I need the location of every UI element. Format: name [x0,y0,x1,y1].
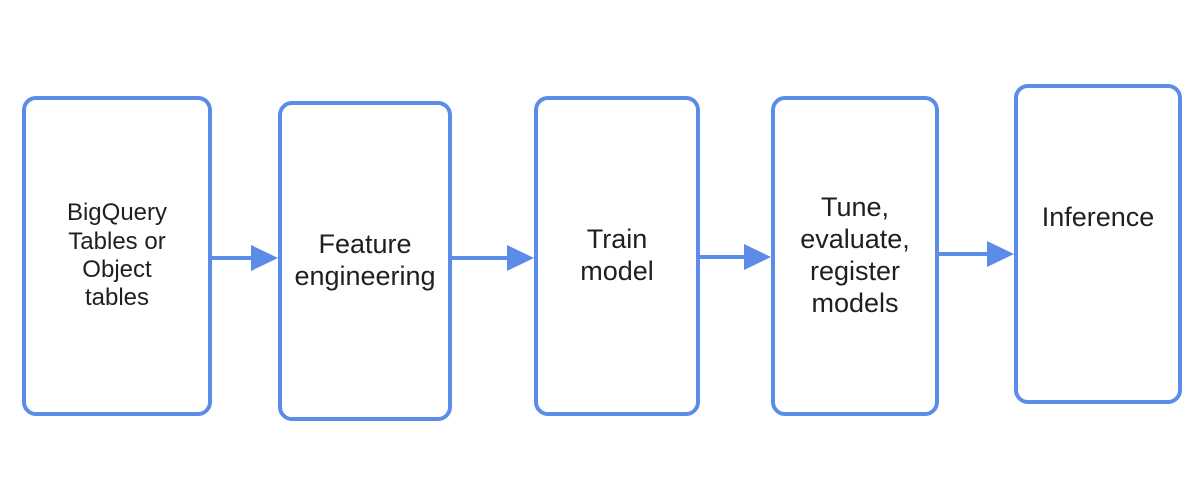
step-label-feature-engineering: Feature engineering [294,229,436,291]
step-label-bigquery: BigQuery Tables or Object tables [66,199,168,312]
step-label-inference: Inference [1041,202,1155,233]
step-box-tune-evaluate-register: Tune, evaluate, register models [771,96,939,416]
step-box-bigquery: BigQuery Tables or Object tables [22,96,212,416]
arrow-bigquery-to-feature [211,245,278,271]
step-box-train-model: Train model [534,96,700,416]
step-label-train-model: Train model [580,224,654,286]
step-box-feature-engineering: Feature engineering [278,101,452,421]
arrow-feature-to-train [451,245,534,271]
step-label-tune-evaluate-register: Tune, evaluate, register models [800,192,910,318]
arrow-tune-to-inference [939,241,1014,267]
step-box-inference: Inference [1014,84,1182,404]
arrow-train-to-tune [699,244,771,270]
